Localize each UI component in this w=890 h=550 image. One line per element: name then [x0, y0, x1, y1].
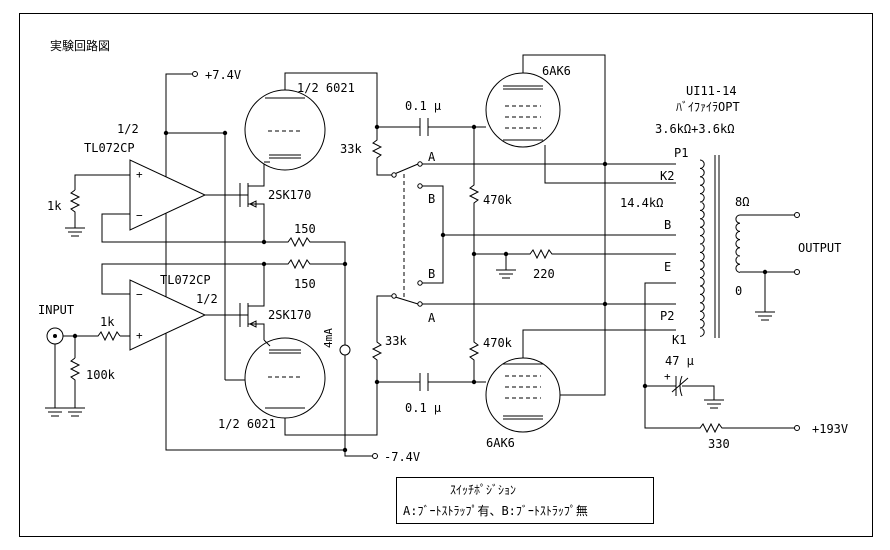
current-4ma-label: 4mA	[322, 328, 335, 348]
supply-neg-terminal	[372, 453, 378, 459]
svg-text:+: +	[136, 168, 143, 181]
fet-bot-label: 2SK170	[268, 308, 311, 322]
pentode-6ak6-bottom: 6AK6	[474, 329, 676, 450]
c-bot-label: 0.1 μ	[405, 401, 441, 415]
opt-e-label: E	[664, 260, 671, 274]
coupling-caps: 0.1 μ 0.1 μ	[377, 99, 474, 415]
opt-imp-label: 3.6kΩ+3.6kΩ	[655, 122, 734, 136]
r-150-b-label: 150	[294, 277, 316, 291]
opt-14k-label: 14.4kΩ	[620, 196, 663, 210]
switch-position-legend: ｽｲｯﾁﾎﾟｼﾞｼｮﾝ A:ﾌﾞｰﾄｽﾄﾗｯﾌﾟ有、B:ﾌﾞｰﾄｽﾄﾗｯﾌﾟ無	[396, 477, 654, 524]
r-33k-bot-label: 33k	[385, 334, 407, 348]
sw-a-top-label: A	[428, 150, 436, 164]
test-point	[339, 344, 351, 356]
opamp-top-half-label: 1/2	[117, 122, 139, 136]
legend-text: A:ﾌﾞｰﾄｽﾄﾗｯﾌﾟ有、B:ﾌﾞｰﾄｽﾄﾗｯﾌﾟ無	[403, 503, 588, 518]
supply-hv-label: +193V	[812, 422, 848, 436]
pentode-bot-label: 6AK6	[486, 436, 515, 450]
r-470k-top-label: 470k	[483, 193, 513, 207]
schematic-title: 実験回路図	[50, 38, 110, 53]
tube-6021-top: 1/2 6021	[244, 72, 378, 171]
sw-b-bot-label: B	[428, 267, 435, 281]
r-33k-top-label: 33k	[340, 142, 362, 156]
opt-desc-label: ﾊﾞｲﾌｧｲﾗOPT	[676, 100, 740, 114]
r-100k-label: 100k	[86, 368, 116, 382]
opt-secondary-coil	[735, 214, 741, 273]
opt-p2-label: P2	[660, 309, 674, 323]
opamp-bottom: − + TL072CP 1/2 1k	[75, 263, 264, 351]
c-47-label: 47 μ	[665, 354, 694, 368]
sw-a-bot-label: A	[428, 311, 436, 325]
c-top-label: 0.1 μ	[405, 99, 441, 113]
r-470k-bot-label: 470k	[483, 336, 513, 350]
input-label: INPUT	[38, 303, 74, 317]
sw-b-top-label: B	[428, 192, 435, 206]
fet-bottom: 2SK170	[240, 264, 311, 340]
r-220-label: 220	[533, 267, 555, 281]
svg-text:+: +	[664, 370, 671, 383]
supply-pos-terminal	[192, 71, 198, 77]
output-transformer: UI11-14 ﾊﾞｲﾌｧｲﾗOPT 3.6kΩ+3.6kΩ P1 K2 14.…	[620, 84, 841, 347]
pentode-top-label: 6AK6	[542, 64, 571, 78]
svg-text:−: −	[136, 288, 143, 301]
svg-text:−: −	[136, 209, 143, 222]
opt-b-label: B	[664, 218, 671, 232]
tube-top-label: 1/2 6021	[297, 81, 355, 95]
r-330-label: 330	[708, 437, 730, 451]
opt-p1-label: P1	[674, 146, 688, 160]
tube-bot-label: 1/2 6021	[218, 417, 276, 431]
r-1k-input-label: 1k	[100, 315, 115, 329]
input-section: INPUT 100k	[38, 303, 116, 417]
opt-k2-label: K2	[660, 169, 674, 183]
opt-zero-label: 0	[735, 284, 742, 298]
opt-model-label: UI11-14	[686, 84, 737, 98]
svg-text:+: +	[136, 329, 143, 342]
opt-8ohm-label: 8Ω	[735, 195, 749, 209]
opamp-bot-half-label: 1/2	[196, 292, 218, 306]
r-1k-left-label: 1k	[47, 199, 62, 213]
grid-resistors: 470k 470k 220	[468, 124, 676, 385]
fet-top-label: 2SK170	[268, 188, 311, 202]
cathode-bypass: + 47 μ 330 +193V	[645, 354, 848, 451]
supply-pos-label: +7.4V	[205, 68, 241, 82]
tube-6021-bottom: 1/2 6021	[218, 337, 378, 436]
opamp-bot-name-label: TL072CP	[160, 273, 211, 287]
supply-neg-label: -7.4V	[384, 450, 420, 464]
legend-title: ｽｲｯﾁﾎﾟｼﾞｼｮﾝ	[450, 483, 516, 497]
r-150-a-label: 150	[294, 222, 316, 236]
opt-connections	[422, 161, 690, 429]
pentode-6ak6-top: 6AK6	[474, 54, 676, 396]
opamp-top: + − 1/2 TL072CP 1k	[47, 122, 264, 243]
r-150-pair: 150 150 4mA	[163, 130, 351, 453]
opt-primary-coil	[699, 159, 705, 337]
schematic-border	[19, 13, 873, 537]
output-label: OUTPUT	[798, 241, 841, 255]
opamp-top-name-label: TL072CP	[84, 141, 135, 155]
fet-top: 2SK170	[240, 162, 311, 242]
opt-k1-label: K1	[672, 333, 686, 347]
